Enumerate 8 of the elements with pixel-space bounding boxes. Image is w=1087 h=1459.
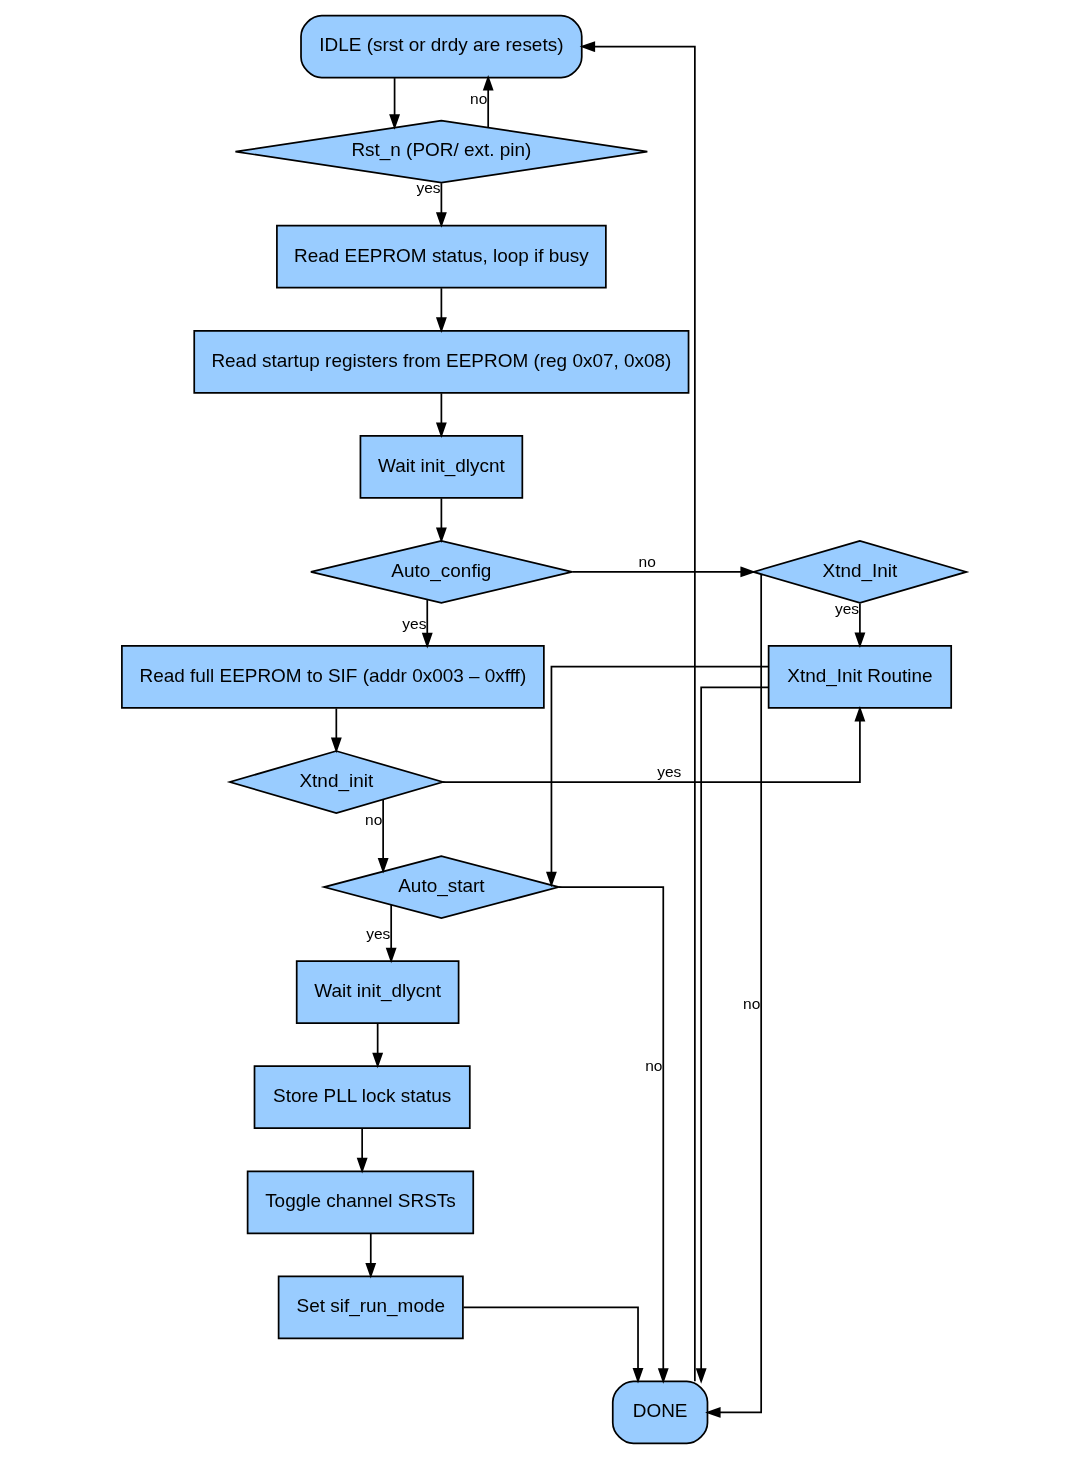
edge-label: no — [469, 89, 487, 107]
edge-label: no — [644, 1057, 662, 1075]
edge-label: yes — [834, 599, 859, 617]
edge-label: no — [742, 995, 760, 1013]
edge-label: yes — [365, 925, 390, 943]
edge-label: yes — [656, 763, 681, 781]
edge-label: no — [638, 553, 656, 571]
edge-label: yes — [401, 615, 426, 633]
